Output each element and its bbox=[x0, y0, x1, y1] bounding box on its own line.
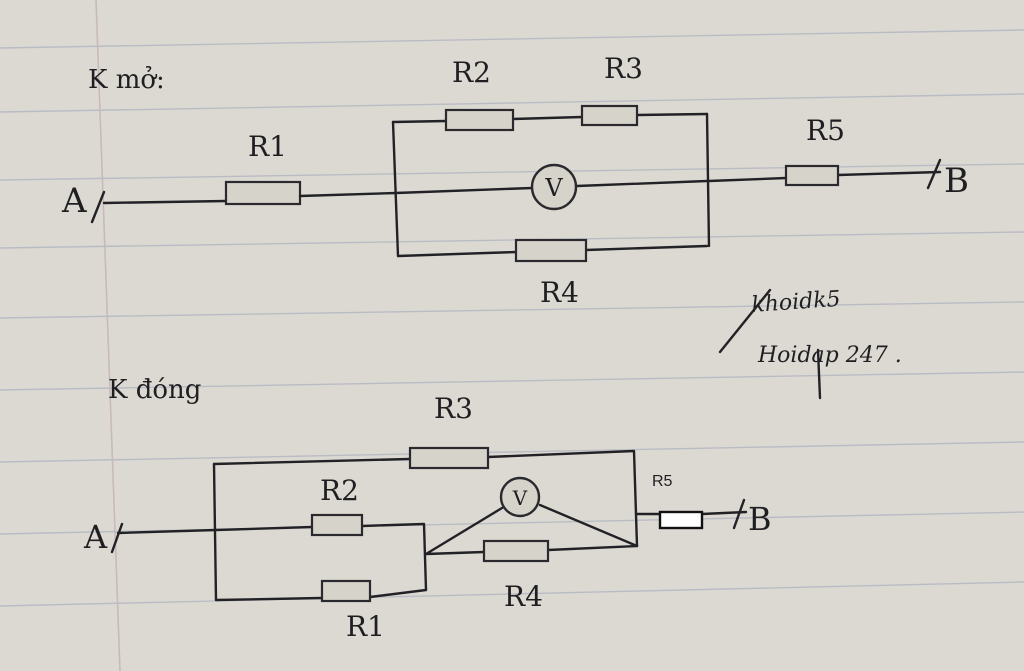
label-r1: R1 bbox=[248, 130, 287, 163]
heading-k-open: K mở: bbox=[88, 65, 165, 95]
label-r3-closed: R3 bbox=[434, 392, 473, 425]
wire-bottom-branch bbox=[396, 244, 709, 258]
voltmeter-closed-label: V bbox=[512, 486, 528, 510]
wire-r4-branch bbox=[424, 544, 639, 556]
terminal-b-tick-closed bbox=[732, 498, 746, 530]
label-r3: R3 bbox=[604, 52, 643, 85]
resistor-r2-closed bbox=[310, 513, 364, 537]
resistor-r5-closed bbox=[658, 510, 704, 530]
terminal-a-tick-closed bbox=[110, 522, 124, 554]
label-r5: R5 bbox=[806, 114, 845, 147]
voltmeter-closed bbox=[499, 476, 541, 518]
signature-line-1: khoidk5 bbox=[751, 287, 842, 318]
resistor-r2 bbox=[444, 108, 515, 132]
wire-main-left bbox=[102, 199, 228, 205]
resistor-r3-closed bbox=[408, 446, 490, 470]
label-r2-closed: R2 bbox=[320, 474, 359, 507]
signature-line-2: Hoidap 247 . bbox=[757, 343, 902, 368]
signature-stroke bbox=[718, 288, 772, 354]
resistor-r4 bbox=[514, 238, 588, 263]
label-r2: R2 bbox=[452, 56, 491, 89]
wire-r1-to-node bbox=[298, 191, 398, 198]
node-b-label: B bbox=[944, 161, 969, 201]
signature-descender bbox=[816, 348, 822, 400]
resistor-r4-closed bbox=[482, 539, 550, 563]
handwritten-signature: khoidk5 Hoidap 247 . bbox=[718, 287, 902, 400]
node-a-label: A bbox=[61, 181, 87, 221]
wire-main-left-closed bbox=[116, 528, 218, 535]
node-b-label-closed: B bbox=[748, 500, 772, 538]
label-r4: R4 bbox=[540, 276, 579, 309]
resistor-r5 bbox=[784, 164, 840, 187]
terminal-b-tick bbox=[926, 158, 942, 190]
wire-left-bus bbox=[391, 120, 400, 258]
label-r5-closed: R5 bbox=[652, 473, 673, 490]
wire-r1-branch bbox=[214, 588, 428, 602]
wire-r2-branch bbox=[214, 522, 428, 592]
node-a-label-closed: A bbox=[83, 518, 108, 556]
wire-top-branch bbox=[391, 112, 709, 124]
voltmeter-open bbox=[530, 163, 578, 211]
margin-line bbox=[95, 0, 121, 671]
resistor-r1 bbox=[224, 180, 302, 206]
resistor-r3 bbox=[580, 104, 639, 127]
wire-mid-branch bbox=[394, 179, 709, 195]
resistor-r1-closed bbox=[320, 579, 372, 603]
circuit-open: K mở: A R1 R2 R3 V R4 R5 B bbox=[61, 52, 969, 309]
wire-voltmeter-triangle bbox=[424, 503, 639, 556]
terminal-a-tick bbox=[90, 190, 106, 224]
circuit-closed: K đóng A R3 R2 R1 V R4 R5 B bbox=[83, 375, 772, 643]
heading-k-closed: K đóng bbox=[108, 375, 201, 405]
voltmeter-open-label: V bbox=[544, 174, 563, 202]
label-r4-closed: R4 bbox=[504, 580, 543, 613]
ruled-lines bbox=[0, 29, 1024, 607]
wire-right-bus bbox=[705, 112, 711, 248]
wire-to-r5 bbox=[707, 170, 942, 183]
label-r1-closed: R1 bbox=[346, 610, 385, 643]
wire-outer-left-bus bbox=[212, 462, 218, 602]
